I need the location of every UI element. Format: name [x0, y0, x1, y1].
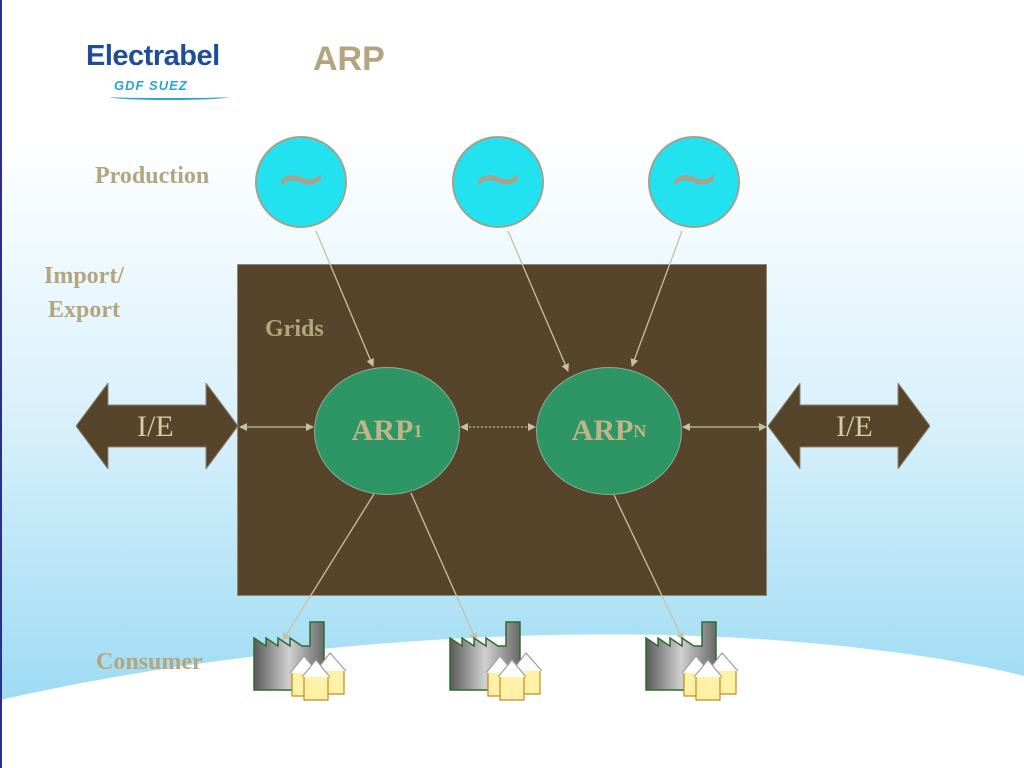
ie-label-right: I/E [836, 410, 873, 443]
house-icon [289, 652, 347, 701]
generator-2: ~ [452, 136, 544, 228]
generator-icon: ~ [274, 142, 328, 216]
link-arp1-consumer1 [282, 493, 375, 641]
import-label-line2: Export [48, 297, 120, 323]
generator-icon: ~ [667, 142, 721, 216]
logo-brand-text: Electrabel [86, 40, 220, 72]
consumer-label: Consumer [96, 649, 203, 675]
import-export-arrow-left [76, 383, 238, 469]
link-gen3-arpn [630, 230, 683, 367]
generator-1: ~ [255, 136, 347, 228]
import-export-label: Import/ Export [44, 259, 124, 327]
house-icon [485, 652, 543, 701]
house-icon [681, 652, 739, 701]
page-title: ARP [313, 40, 385, 78]
link-gen2-arpn [507, 230, 569, 372]
arp-1-subscript: 1 [413, 420, 423, 441]
logo-sub-brand-text: GDF SUEZ [114, 78, 188, 93]
link-arp1-consumer2 [410, 492, 477, 641]
electrabel-logo: Electrabel GDF SUEZ [84, 40, 234, 102]
logo-swoosh-icon [110, 94, 228, 100]
link-arpn-consumer3 [613, 494, 684, 641]
link-gen1-arp1 [315, 230, 374, 367]
consumer-2 [449, 621, 543, 701]
arp-n-label: ARP [571, 414, 634, 447]
ie-label-left: I/E [137, 410, 174, 443]
left-edge-rule [0, 0, 2, 768]
generator-icon: ~ [471, 142, 525, 216]
import-export-arrow-right [768, 383, 930, 469]
production-label: Production [95, 163, 210, 189]
arp-n-subscript: N [633, 420, 647, 441]
arp-1-label: ARP [351, 414, 414, 447]
consumer-1 [253, 621, 347, 701]
import-label-line1: Import/ [44, 263, 124, 289]
consumer-3 [645, 621, 739, 701]
generator-3: ~ [648, 136, 740, 228]
grids-label: Grids [265, 316, 324, 342]
